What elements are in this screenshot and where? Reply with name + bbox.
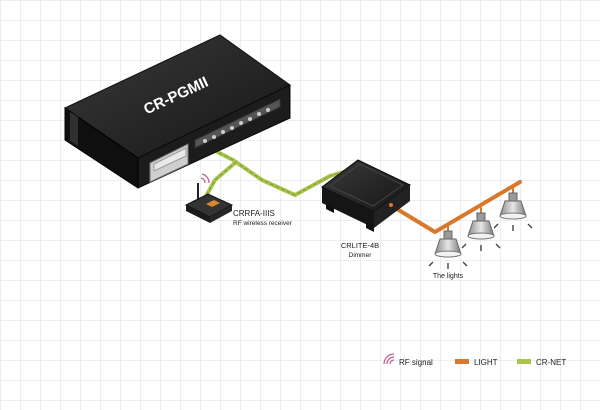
- receiver-device: CRRFA-IIIS RF wireless receiver: [184, 173, 293, 227]
- dimmer-name: CRLITE-4B: [341, 241, 379, 250]
- dimmer-desc: Dimmer: [349, 252, 373, 259]
- legend-rf-label: RF signal: [399, 358, 433, 367]
- receiver-name: CRRFA-IIIS: [233, 209, 275, 218]
- legend-crnet-swatch: [517, 359, 531, 364]
- controller-device: CR-PGMII: [63, 34, 291, 189]
- rf-signal-icon: [383, 353, 395, 365]
- lamp-3: [493, 192, 533, 231]
- legend-crnet: CR-NET: [517, 358, 566, 367]
- crnet-cable: [196, 140, 352, 198]
- rf-signal-icon: [200, 173, 210, 184]
- legend-light: LIGHT: [455, 358, 498, 367]
- legend-light-swatch: [455, 359, 469, 364]
- lamp-1: [428, 230, 468, 269]
- legend: RF signal LIGHT CR-NET: [383, 353, 566, 367]
- legend-light-label: LIGHT: [474, 358, 498, 367]
- dimmer-device: CRLITE-4B Dimmer: [321, 159, 411, 259]
- lights-label: The lights: [433, 273, 464, 280]
- lamp-2: [461, 212, 501, 251]
- legend-rf: RF signal: [383, 353, 433, 367]
- legend-crnet-label: CR-NET: [536, 358, 566, 367]
- receiver-desc: RF wireless receiver: [233, 220, 293, 227]
